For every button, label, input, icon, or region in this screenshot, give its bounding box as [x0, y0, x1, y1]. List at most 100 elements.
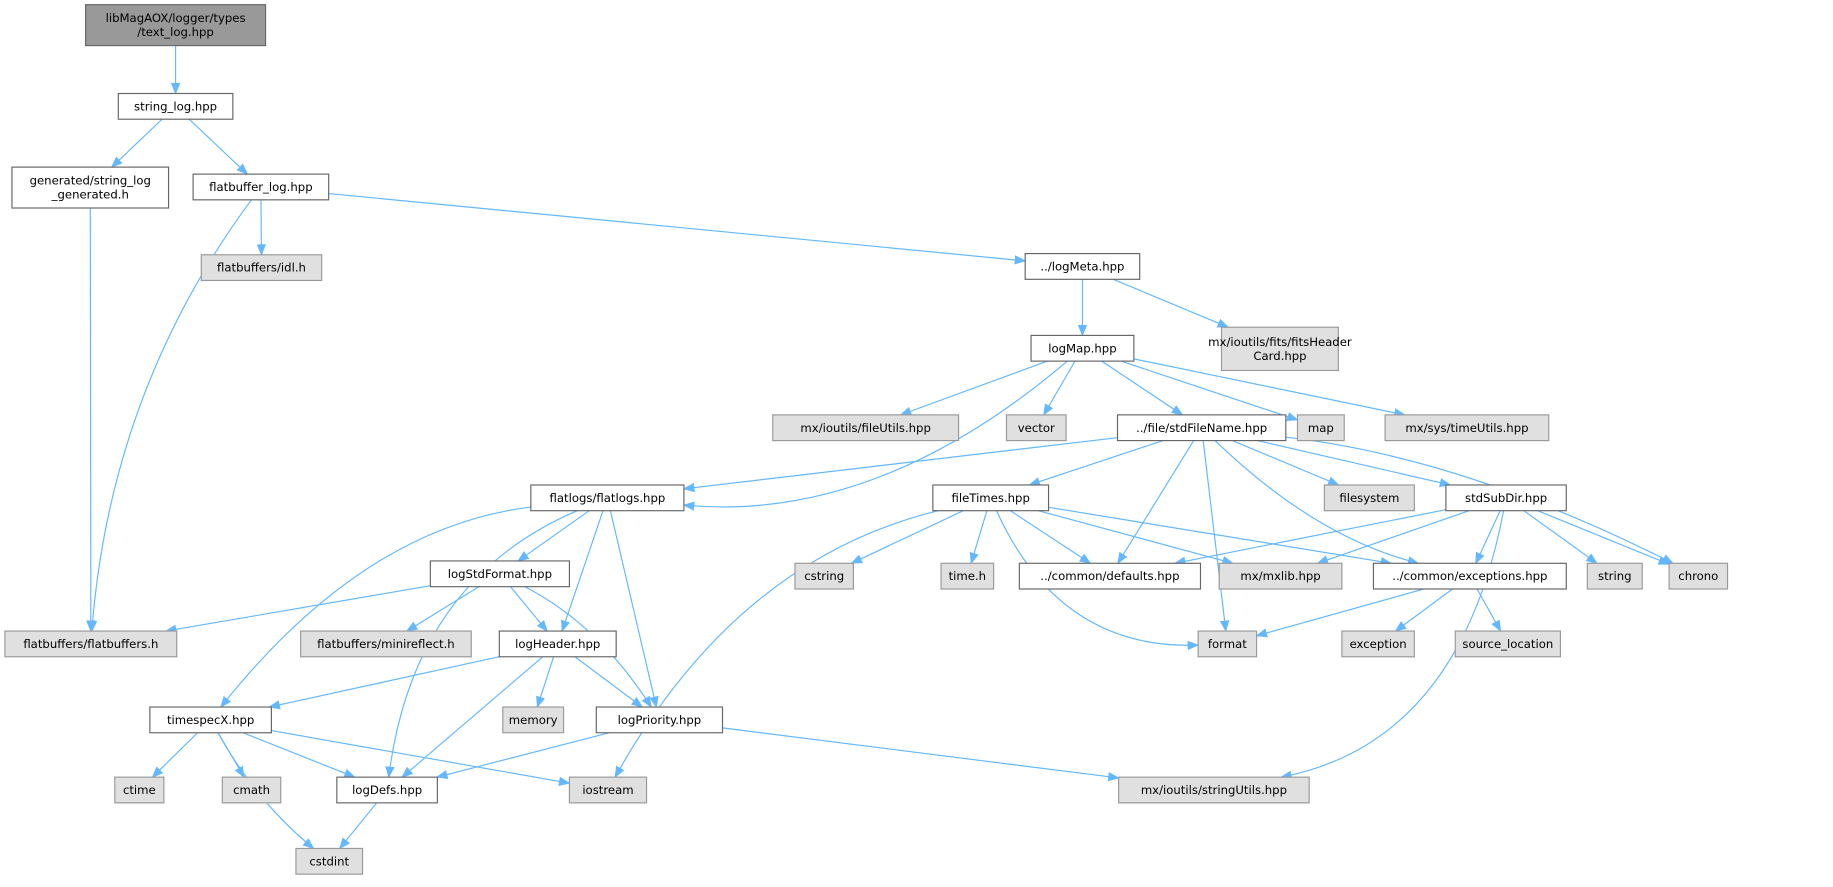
node-label: mx/ioutils/stringUtils.hpp: [1141, 783, 1287, 797]
node-minireflect: flatbuffers/minireflect.h: [300, 630, 472, 658]
node-iostream: iostream: [568, 776, 648, 804]
node-label: generated/string_log: [30, 174, 151, 188]
node-label: iostream: [582, 783, 633, 797]
edge-fileTimes-to-mxlib: [1038, 510, 1235, 566]
node-label: flatbuffers/flatbuffers.h: [23, 637, 158, 651]
node-box: [794, 562, 854, 590]
node-flatbuffers: flatbuffers/flatbuffers.h: [4, 630, 178, 658]
node-label: _generated.h: [51, 188, 129, 202]
edge-fileTimes-to-cstring: [850, 510, 964, 564]
edge-stdFileName-to-filesystem: [1232, 440, 1340, 486]
edge-stdSubDir-to-string: [1523, 510, 1598, 564]
node-box: [940, 562, 995, 590]
edge-fileTimes-to-iostream: [614, 510, 939, 779]
node-fileTimes[interactable]: fileTimes.hpp: [932, 484, 1050, 512]
edge-string_log-to-generated: [110, 118, 163, 168]
edge-stdSubDir-to-chrono: [1537, 510, 1671, 565]
node-box: [932, 484, 1050, 512]
node-format: format: [1197, 630, 1258, 658]
edge-logStdFormat-to-flatbuffers: [164, 585, 431, 634]
node-generated[interactable]: generated/string_log_generated.h: [11, 166, 170, 209]
node-stringUtils: mx/ioutils/stringUtils.hpp: [1118, 776, 1310, 804]
node-box: [4, 630, 178, 658]
node-box: [1030, 334, 1135, 362]
node-box: [336, 776, 438, 804]
node-chrono: chrono: [1668, 562, 1729, 590]
node-box: [1384, 414, 1550, 442]
node-filesystem: filesystem: [1323, 484, 1415, 512]
edge-logHeader-to-logDefs: [401, 656, 544, 778]
node-map: map: [1296, 414, 1345, 442]
node-box: [498, 630, 617, 658]
edge-stdFileName-to-defaults: [1117, 440, 1195, 565]
edge-timespecX-to-logDefs: [242, 732, 356, 778]
node-logDefs[interactable]: logDefs.hpp: [336, 776, 438, 804]
node-vector: vector: [1005, 414, 1067, 442]
edge-logHeader-to-timespecX: [268, 656, 500, 710]
edges-layer: [86, 45, 1674, 850]
node-box: [85, 4, 267, 47]
node-box: [1116, 414, 1287, 442]
node-box: [1323, 484, 1415, 512]
node-label: cmath: [233, 783, 270, 797]
node-label: mx/ioutils/fileUtils.hpp: [800, 421, 930, 435]
edge-logStdFormat-to-minireflect: [405, 586, 480, 632]
node-label: memory: [509, 713, 558, 727]
edge-logMeta-to-fits: [1113, 278, 1230, 328]
node-string_log[interactable]: string_log.hpp: [117, 92, 234, 120]
edge-fileTimes-to-exceptions: [1048, 506, 1393, 567]
node-exceptions[interactable]: ../common/exceptions.hpp: [1372, 562, 1567, 590]
node-timeUtils: mx/sys/timeUtils.hpp: [1384, 414, 1550, 442]
edge-logMap-to-vector: [1043, 360, 1076, 416]
node-label: format: [1208, 637, 1247, 651]
node-box: [1668, 562, 1729, 590]
node-label: logHeader.hpp: [515, 637, 600, 651]
node-box: [1018, 562, 1202, 590]
edge-flatlogs-to-timespecX: [220, 506, 531, 708]
node-box: [429, 560, 570, 588]
node-flatlogs[interactable]: flatlogs/flatlogs.hpp: [530, 484, 685, 512]
node-stdSubDir[interactable]: stdSubDir.hpp: [1445, 484, 1567, 512]
edge-flatbuffer_log-to-flatbuffers: [87, 199, 252, 633]
edge-timespecX-to-iostream: [271, 730, 571, 786]
node-logPriority[interactable]: logPriority.hpp: [595, 706, 724, 734]
node-stdFileName[interactable]: ../file/stdFileName.hpp: [1116, 414, 1287, 442]
node-logMeta[interactable]: ../logMeta.hpp: [1024, 253, 1141, 280]
node-label: flatbuffer_log.hpp: [209, 180, 312, 194]
edge-flatbuffer_log-to-logMeta: [328, 192, 1027, 265]
edge-flatlogs-to-logStdFormat: [517, 510, 590, 562]
node-box: [1197, 630, 1258, 658]
node-box: [1454, 630, 1562, 658]
node-logMap[interactable]: logMap.hpp: [1030, 334, 1135, 362]
node-box: [595, 706, 724, 734]
node-flatbuffer_log[interactable]: flatbuffer_log.hpp: [192, 173, 330, 201]
edge-logPriority-to-logDefs: [435, 732, 610, 780]
edge-generated-to-flatbuffers: [86, 208, 96, 633]
node-text_log[interactable]: libMagAOX/logger/types/text_log.hpp: [85, 4, 267, 47]
edge-exceptions-to-format: [1255, 588, 1425, 638]
node-box: [1024, 253, 1141, 280]
node-defaults[interactable]: ../common/defaults.hpp: [1018, 562, 1202, 590]
node-label: string: [1598, 569, 1632, 583]
node-label: chrono: [1678, 569, 1718, 583]
edge-stdFileName-to-flatlogs: [682, 437, 1118, 493]
node-box: [1118, 776, 1310, 804]
node-label: exception: [1350, 637, 1407, 651]
node-label: mx/mxlib.hpp: [1240, 569, 1320, 583]
node-box: [530, 484, 685, 512]
node-logStdFormat[interactable]: logStdFormat.hpp: [429, 560, 570, 588]
node-label: logMap.hpp: [1048, 341, 1116, 355]
node-timespecX[interactable]: timespecX.hpp: [149, 706, 272, 734]
node-string: string: [1586, 562, 1643, 590]
node-cstring: cstring: [794, 562, 854, 590]
edge-logDefs-to-cstdint: [338, 802, 378, 850]
node-mxlib: mx/mxlib.hpp: [1218, 562, 1343, 590]
edge-logMap-to-fileUtils: [899, 360, 1048, 416]
node-box: [1586, 562, 1643, 590]
node-box: [772, 414, 960, 442]
node-label: filesystem: [1339, 491, 1399, 505]
node-logHeader[interactable]: logHeader.hpp: [498, 630, 617, 658]
node-box: [1220, 326, 1339, 372]
edge-flatlogs-to-logHeader: [561, 510, 604, 633]
